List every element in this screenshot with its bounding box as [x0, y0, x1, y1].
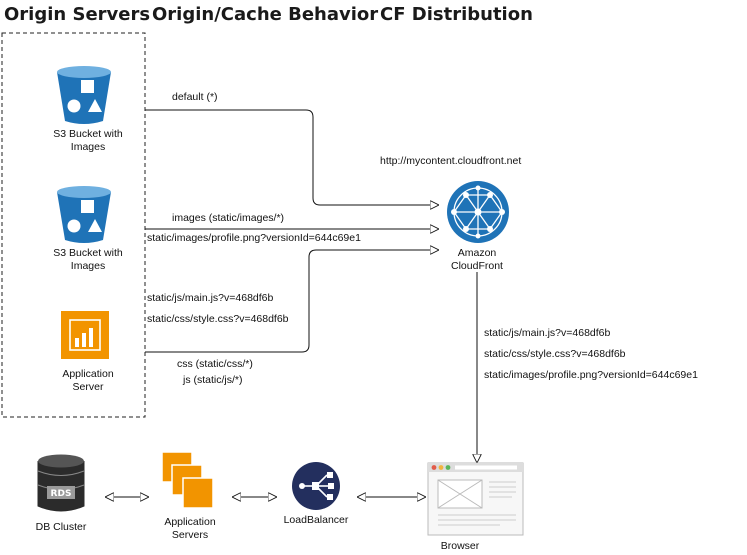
s3-bucket-2-label-line1: S3 Bucket with — [53, 247, 123, 259]
cloudfront-url: http://mycontent.cloudfront.net — [380, 155, 521, 167]
browser-label: Browser — [441, 540, 480, 552]
application-server-icon — [61, 311, 109, 359]
browser-window-icon — [427, 462, 524, 536]
app-servers-label-line2: Servers — [172, 529, 208, 541]
s3-bucket-1-label-line1: S3 Bucket with — [53, 128, 123, 140]
behavior-default-label: default (*) — [172, 91, 218, 103]
app-servers-label-line1: Application — [164, 516, 216, 528]
cloudfront-label-line2: CloudFront — [451, 260, 503, 272]
request-profile-path: static/images/profile.png?versionId=644c… — [147, 232, 361, 244]
edge-default-behavior — [145, 109, 438, 205]
db-cluster-label: DB Cluster — [36, 521, 87, 533]
heading-origin-servers: Origin Servers — [4, 4, 150, 25]
s3-bucket-icon — [57, 66, 111, 124]
cdn-path-style-css: static/css/style.css?v=468df6b — [484, 348, 626, 360]
cloudfront-label-line1: Amazon — [458, 247, 497, 259]
app-server-label-line1: Application — [62, 368, 114, 380]
request-style-css-path: static/css/style.css?v=468df6b — [147, 313, 289, 325]
cdn-path-main-js: static/js/main.js?v=468df6b — [484, 327, 611, 339]
behavior-css-label: css (static/css/*) — [177, 358, 253, 370]
origin-servers-group — [1, 32, 146, 418]
rds-database-icon: RDS — [37, 454, 85, 512]
cloudfront-icon — [447, 181, 509, 243]
rds-badge: RDS — [51, 489, 72, 499]
s3-bucket-1-label-line2: Images — [71, 141, 105, 153]
s3-bucket-icon — [57, 186, 111, 243]
heading-cf-distribution: CF Distribution — [380, 4, 533, 25]
load-balancer-icon — [292, 462, 340, 510]
behavior-images-label: images (static/images/*) — [172, 212, 284, 224]
cdn-path-profile: static/images/profile.png?versionId=644c… — [484, 369, 698, 381]
application-servers-icon — [161, 451, 214, 509]
heading-origin-cache-behavior: Origin/Cache Behavior — [152, 4, 378, 25]
s3-bucket-2-label-line2: Images — [71, 260, 105, 272]
behavior-js-label: js (static/js/*) — [182, 374, 243, 386]
request-main-js-path: static/js/main.js?v=468df6b — [147, 292, 274, 304]
edge-css-js-behavior — [145, 250, 438, 353]
load-balancer-label: LoadBalancer — [284, 514, 349, 526]
app-server-label-line2: Server — [73, 381, 104, 393]
